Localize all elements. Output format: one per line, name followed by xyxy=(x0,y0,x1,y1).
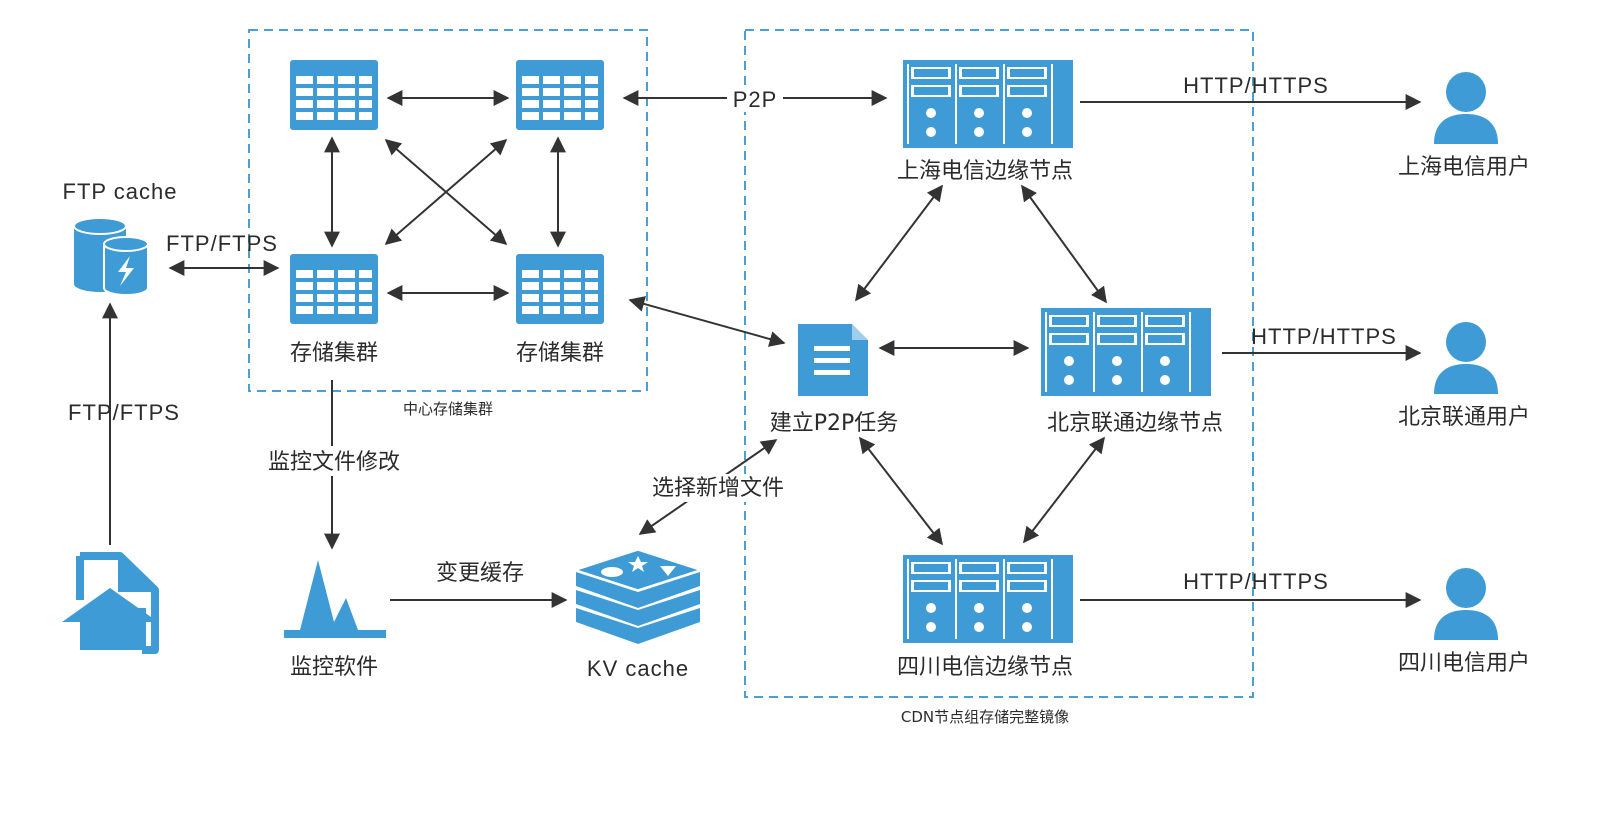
central-storage-group-box xyxy=(248,29,648,392)
monitor-changes-label: 监控文件修改 xyxy=(268,450,400,475)
storage-cluster-1-table-icon xyxy=(290,254,378,324)
arrow-storage-to-p2p-task xyxy=(628,296,786,347)
beijing-user-icon xyxy=(1434,322,1498,394)
document-icon xyxy=(798,324,868,396)
waveform-icon xyxy=(284,560,386,638)
ftp-ftps-left-label: FTP/FTPS xyxy=(68,400,180,425)
arrow-beijing-to-sichuan xyxy=(1023,436,1105,544)
http-shanghai-label: HTTP/HTTPS xyxy=(1183,73,1329,98)
kv-cache-label: KV cache xyxy=(587,656,689,681)
database-lightning-icon xyxy=(73,217,149,296)
p2p-label: P2P xyxy=(733,87,778,112)
shanghai-user-label: 上海电信用户 xyxy=(1398,155,1530,180)
sichuan-edge-label: 四川电信边缘节点 xyxy=(897,655,1073,680)
central-storage-group-label: 中心存储集群 xyxy=(403,400,493,418)
arrow-shanghai-to-p2p-task xyxy=(855,184,943,302)
storage-top-right-table-icon xyxy=(516,60,604,130)
storage-cluster-2-table-icon xyxy=(516,254,604,324)
beijing-user-label: 北京联通用户 xyxy=(1398,405,1530,430)
sichuan-user-icon xyxy=(1434,568,1498,640)
ftp-cache-label: FTP cache xyxy=(63,179,178,204)
arrow-p2p-task-to-sichuan xyxy=(859,436,943,546)
storage-top-left-table-icon xyxy=(290,60,378,130)
http-beijing-label: HTTP/HTTPS xyxy=(1251,324,1397,349)
p2p-task-label: 建立P2P任务 xyxy=(770,411,899,436)
redis-stack-icon xyxy=(573,549,703,644)
monitor-software-label: 监控软件 xyxy=(290,655,378,680)
change-cache-label: 变更缓存 xyxy=(436,561,524,586)
select-new-files-label: 选择新增文件 xyxy=(652,476,784,501)
ftp-ftps-top-label: FTP/FTPS xyxy=(166,231,278,256)
storage-cluster-2-label: 存储集群 xyxy=(516,341,604,366)
file-upload-icon xyxy=(62,552,159,654)
sichuan-user-label: 四川电信用户 xyxy=(1398,651,1530,676)
beijing-edge-label: 北京联通边缘节点 xyxy=(1047,411,1223,436)
storage-cluster-1-label: 存储集群 xyxy=(290,341,378,366)
http-sichuan-label: HTTP/HTTPS xyxy=(1183,569,1329,594)
arrow-shanghai-to-beijing xyxy=(1021,184,1107,304)
shanghai-edge-server-icon xyxy=(903,60,1073,148)
beijing-edge-server-icon xyxy=(1041,308,1211,396)
arrow-diagonal-2 xyxy=(384,138,508,246)
cdn-group-label: CDN节点组存储完整镜像 xyxy=(901,708,1069,726)
shanghai-edge-label: 上海电信边缘节点 xyxy=(897,159,1073,184)
cdn-group-box xyxy=(744,29,1254,698)
shanghai-user-icon xyxy=(1434,72,1498,144)
sichuan-edge-server-icon xyxy=(903,555,1073,643)
